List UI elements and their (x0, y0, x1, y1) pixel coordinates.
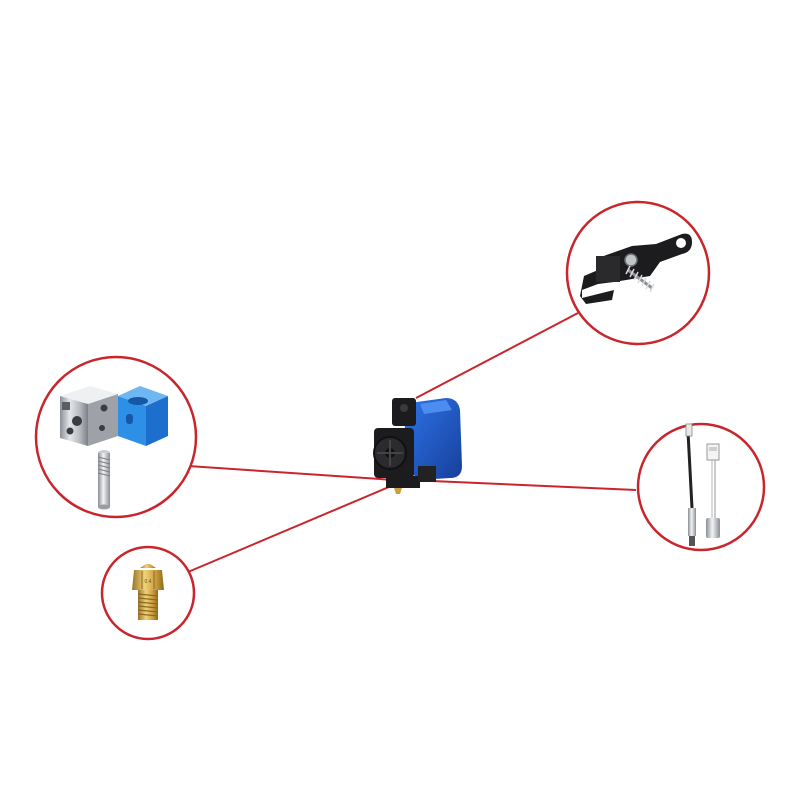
callout-line-heater-block (187, 465, 395, 481)
callout-line-nozzle (187, 483, 397, 573)
callout-line-thermistor (431, 480, 637, 491)
lever-arm-icon (580, 233, 692, 304)
thermistor-icon (685, 423, 720, 546)
callout-lines (187, 312, 637, 573)
extruder-icon (373, 398, 462, 494)
nozzle-size-marking: 0.4 (145, 579, 152, 585)
nozzle-icon: 0.4 (132, 564, 164, 620)
callout-circle-thermistor (636, 422, 766, 552)
callout-line-lever (415, 312, 579, 399)
heater-block-icon (60, 386, 168, 510)
